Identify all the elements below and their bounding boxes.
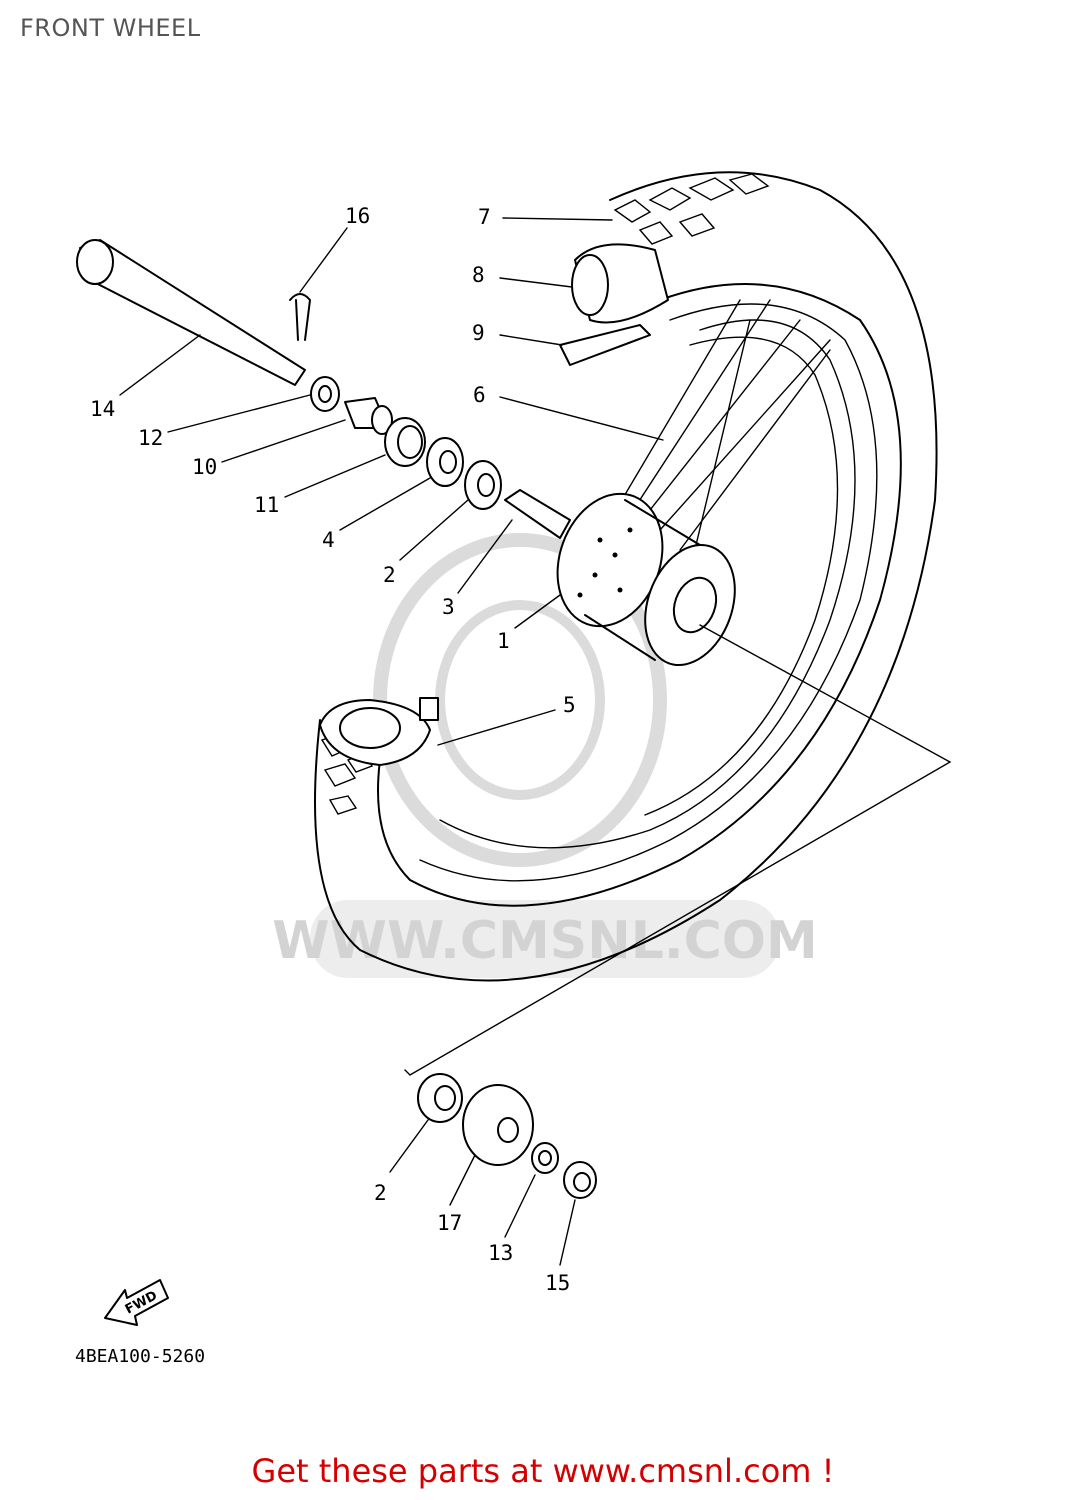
callout-6: 6 (473, 383, 486, 407)
callout-1: 1 (497, 629, 510, 653)
group-bracket-lines (404, 624, 952, 1076)
axle-part (76, 239, 306, 386)
hub-part (556, 492, 736, 667)
washer-part-lower (531, 1142, 559, 1174)
callout-14: 14 (90, 397, 115, 421)
watermark-text: WWW.CMSNL.COM (272, 911, 817, 971)
callout-7: 7 (478, 205, 491, 229)
callout-3: 3 (442, 595, 455, 619)
collar-part (344, 397, 393, 435)
callout-8: 8 (472, 263, 485, 287)
cotter-pin-part (289, 293, 311, 341)
washer-part (310, 376, 340, 412)
tube-part (571, 243, 669, 324)
callout-15: 15 (545, 1271, 570, 1295)
callout-10: 10 (192, 455, 217, 479)
watermark-logo: WWW.CMSNL.COM (272, 533, 818, 978)
callout-9: 9 (472, 321, 485, 345)
callout-2-upper: 2 (383, 563, 396, 587)
spacer-part (504, 489, 571, 539)
tire (314, 171, 938, 982)
axle-nut-part (563, 1161, 597, 1199)
callout-4: 4 (322, 528, 335, 552)
callout-11: 11 (254, 493, 279, 517)
callout-12: 12 (138, 426, 163, 450)
callout-17: 17 (437, 1211, 462, 1235)
callout-16: 16 (345, 204, 370, 228)
spokes (609, 299, 831, 571)
callout-5: 5 (563, 693, 576, 717)
rim (439, 319, 856, 849)
leader-lines (119, 217, 664, 1266)
fwd-arrow-icon: FWD (104, 1279, 169, 1326)
bearing-part-2 (464, 460, 502, 510)
callout-2-lower: 2 (374, 1181, 387, 1205)
diagram-code: 4BEA100-5260 (75, 1346, 205, 1367)
valve-part (319, 697, 439, 766)
oil-seal-part (384, 417, 426, 467)
bearing-part-lower (417, 1073, 463, 1123)
meter-gear-part (462, 1084, 534, 1166)
callout-13: 13 (488, 1241, 513, 1265)
footer-link[interactable]: Get these parts at www.cmsnl.com ! (251, 1452, 835, 1490)
page-title: FRONT WHEEL (20, 14, 201, 42)
rim-band-part (559, 324, 651, 366)
bearing-part-4 (426, 437, 464, 487)
